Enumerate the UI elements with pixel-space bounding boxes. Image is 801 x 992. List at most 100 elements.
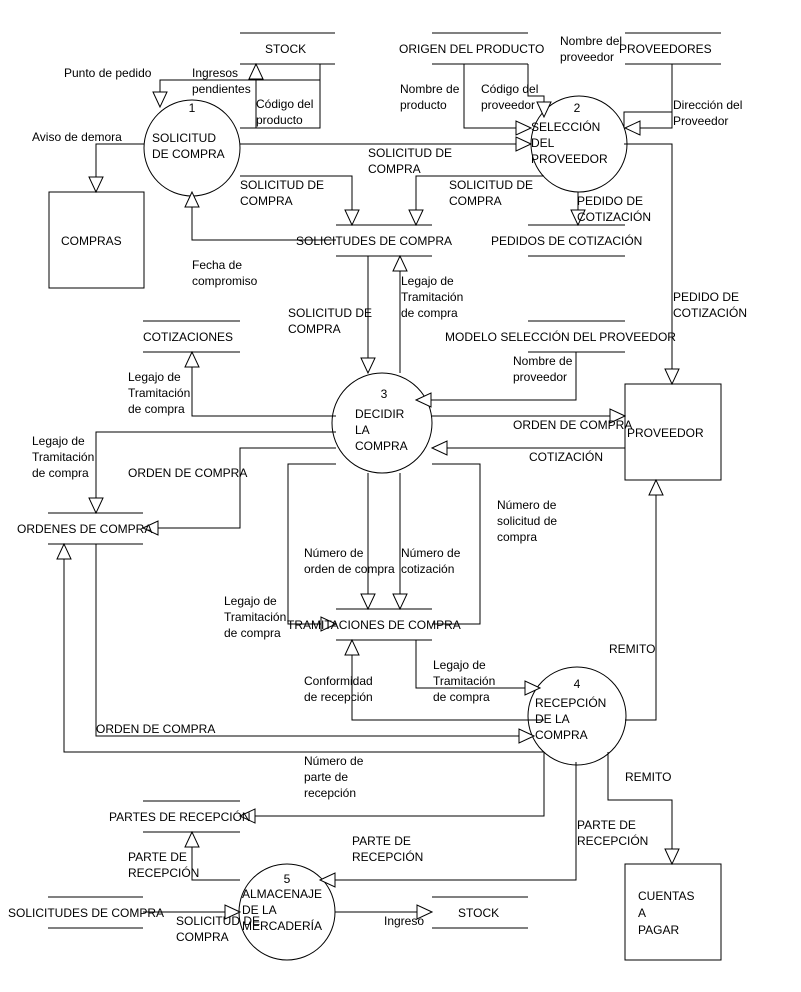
arrowhead <box>515 136 533 152</box>
arrowhead <box>88 176 104 194</box>
arrowhead <box>184 350 200 368</box>
arrowhead <box>664 848 680 866</box>
arrowhead <box>392 254 408 272</box>
store-ordenes-label: ORDENES DE COMPRA <box>17 522 152 536</box>
flow-label-punto-pedido: Punto de pedido <box>64 66 152 80</box>
arrowhead <box>664 368 680 386</box>
flow-legajo-to-tramitaciones <box>287 463 336 625</box>
process-3-number: 3 <box>381 387 388 401</box>
arrowhead <box>518 728 536 744</box>
arrowhead <box>318 872 336 888</box>
flow-orden-to-ordenes <box>143 447 336 529</box>
flow-label-remito-proveedor: REMITO <box>609 642 655 656</box>
flow-label-aviso-demora: Aviso de demora <box>32 130 122 144</box>
arrowhead <box>648 478 664 496</box>
flow-label-cotizacion: COTIZACIÓN <box>529 449 603 464</box>
store-cotizaciones-label: COTIZACIONES <box>143 330 233 344</box>
arrowhead <box>360 593 376 611</box>
arrowhead <box>408 209 424 227</box>
arrowhead <box>609 408 627 424</box>
store-stock_top-label: STOCK <box>265 42 306 56</box>
flow-parte-p4-to-p5 <box>320 762 577 881</box>
arrowhead <box>515 120 533 136</box>
flow-parte-p5-to-store <box>191 832 240 881</box>
arrowhead <box>184 830 200 848</box>
flow-numero-parte <box>63 544 544 753</box>
process-3-circle <box>331 372 433 474</box>
arrowhead <box>248 62 264 80</box>
arrowhead <box>416 904 434 920</box>
arrowhead <box>184 190 200 208</box>
flow-fecha-compromiso <box>191 192 336 241</box>
flow-solicitud-p1-store <box>240 175 353 225</box>
flow-legajo-to-p4 <box>415 640 540 689</box>
store-modelo-label: MODELO SELECCIÓN DEL PROVEEDOR <box>445 329 676 344</box>
flow-legajo-to-ordenes <box>95 431 336 513</box>
flow-numero-solicitud <box>432 463 481 625</box>
arrowhead <box>430 440 448 456</box>
arrowhead <box>56 542 72 560</box>
store-stock_bottom-label: STOCK <box>458 906 499 920</box>
arrowhead <box>238 808 256 824</box>
flow-conformidad <box>351 640 544 721</box>
process-5-number: 5 <box>284 872 291 886</box>
arrowhead <box>623 120 641 136</box>
flow-nombre-proveedor <box>623 64 673 128</box>
entity-compras-box <box>48 191 145 289</box>
store-proveedores-label: PROVEEDORES <box>619 42 712 56</box>
process-4-circle <box>527 666 627 766</box>
flow-aviso-demora <box>95 143 144 192</box>
entity-proveedor-label: PROVEEDOR <box>627 426 704 440</box>
flow-label-orden-to-ordenes: ORDEN DE COMPRA <box>128 466 247 480</box>
flow-pedido-cot-proveedor <box>624 143 673 384</box>
flow-nombre-producto <box>463 64 531 129</box>
flow-label-remito-cuentas: REMITO <box>625 770 671 784</box>
flow-numero-parte-partes <box>240 752 545 817</box>
store-tramitaciones-label: TRAMITACIONES DE COMPRA <box>287 618 461 632</box>
entity-proveedor-box <box>624 383 722 481</box>
arrowhead <box>570 209 586 227</box>
flow-nombre-proveedor-modelo <box>416 352 577 401</box>
arrowhead <box>392 593 408 611</box>
entity-cuentas-box <box>624 863 722 961</box>
arrowhead <box>344 209 360 227</box>
flow-label-ingreso: Ingreso <box>384 914 424 928</box>
flow-label-orden-to-p4: ORDEN DE COMPRA <box>96 722 215 736</box>
flow-remito-cuentas <box>607 752 673 864</box>
arrowhead <box>152 91 168 109</box>
arrowhead <box>224 904 242 920</box>
store-solicitudes_top-label: SOLICITUDES DE COMPRA <box>296 234 452 248</box>
flow-direccion-proveedor <box>625 64 673 129</box>
flow-solicitud-p2-store <box>415 175 544 225</box>
